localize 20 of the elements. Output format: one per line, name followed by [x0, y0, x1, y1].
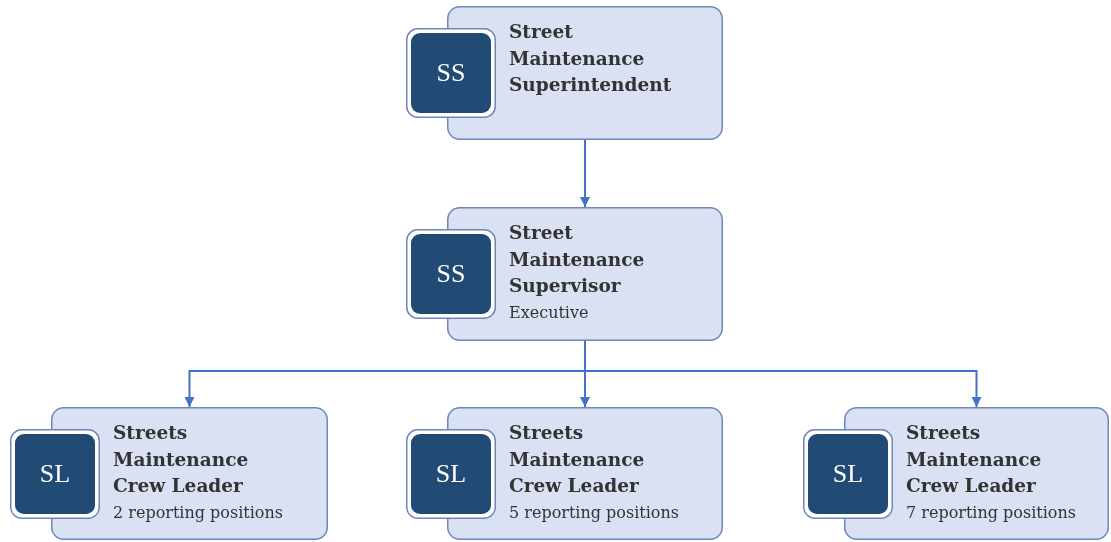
job-title: Street Maintenance Superintendent — [509, 20, 673, 97]
job-title: Street Maintenance Supervisor — [509, 221, 646, 298]
position-card — [406, 207, 723, 341]
initials: SL — [39, 459, 71, 489]
position-note: 2 reporting positions — [113, 501, 284, 524]
initials: SL — [832, 459, 864, 489]
job-title: Streets Maintenance Crew Leader — [509, 421, 646, 498]
position-card — [406, 407, 723, 540]
job-title: Streets Maintenance Crew Leader — [906, 421, 1043, 498]
position-card — [406, 6, 723, 140]
position-card — [803, 407, 1109, 540]
position-note: 5 reporting positions — [509, 501, 680, 524]
initials: SS — [436, 58, 466, 88]
position-card — [10, 407, 328, 540]
job-title: Streets Maintenance Crew Leader — [113, 421, 250, 498]
initials: SL — [435, 459, 467, 489]
position-note: 7 reporting positions — [906, 501, 1077, 524]
connector-arrow — [580, 139, 590, 208]
initials: SS — [436, 259, 466, 289]
position-note: Executive — [509, 301, 590, 324]
